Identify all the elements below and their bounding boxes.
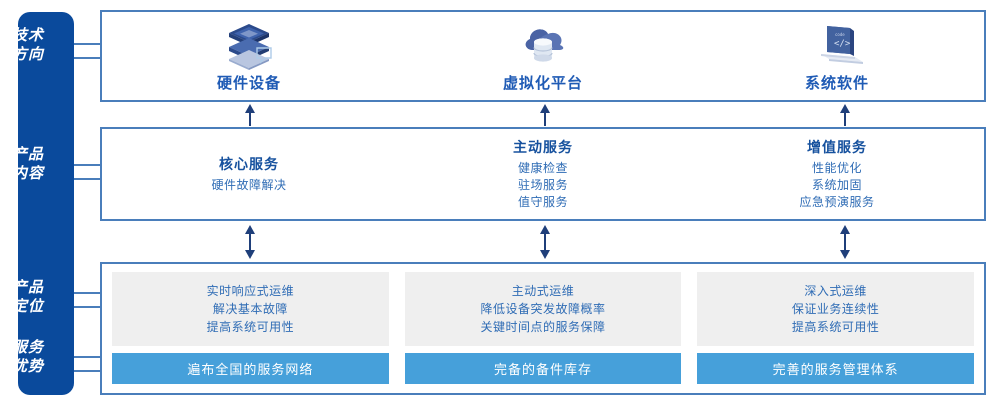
position-box-indepth: 深入式运维 保证业务连续性 提高系统可用性 — [697, 272, 975, 346]
position-line: 解决基本故障 — [212, 302, 288, 316]
arrow-double-core-service — [245, 225, 255, 259]
advantage-bar-management-system[interactable]: 完善的服务管理体系 — [697, 353, 975, 384]
advantage-bar-service-network[interactable]: 遍布全国的服务网络 — [112, 353, 389, 384]
rail-label-line: 技术 — [11, 27, 44, 44]
tech-column-virtualization[interactable]: 虚拟化平台 — [396, 12, 690, 100]
left-category-rail — [18, 12, 74, 395]
position-line: 提高系统可用性 — [206, 320, 295, 334]
rail-label-line: 优势 — [11, 358, 44, 375]
position-line: 深入式运维 — [804, 284, 867, 298]
content-item: 系统加固 — [811, 178, 862, 192]
position-line: 提高系统可用性 — [791, 320, 880, 334]
svg-text:</>: </> — [834, 39, 851, 49]
content-title-proactive-service: 主动服务 — [513, 139, 573, 155]
rail-label-line: 产品 — [11, 279, 44, 296]
advantage-label: 遍布全国的服务网络 — [187, 362, 314, 377]
panel-product-position: 实时响应式运维 解决基本故障 提高系统可用性 遍布全国的服务网络 主动式运维 降… — [100, 262, 986, 395]
content-title-value-added-service: 增值服务 — [807, 139, 867, 155]
rail-label-line: 产品 — [11, 146, 44, 163]
rail-label-line: 方向 — [11, 46, 44, 63]
svg-text:code: code — [835, 32, 845, 37]
advantage-bar-spare-parts[interactable]: 完备的备件库存 — [404, 353, 682, 384]
position-box-proactive: 主动式运维 降低设备突发故障概率 关键时间点的服务保障 — [404, 272, 682, 346]
connector-advantage-lower — [74, 370, 102, 372]
rail-label-line: 内容 — [11, 165, 44, 182]
content-column-value-added-service[interactable]: 增值服务 性能优化 系统加固 应急预演服务 — [690, 129, 984, 219]
position-column-indepth[interactable]: 深入式运维 保证业务连续性 提高系统可用性 完善的服务管理体系 — [697, 272, 975, 384]
content-item: 硬件故障解决 — [211, 178, 287, 192]
content-column-proactive-service[interactable]: 主动服务 健康检查 驻场服务 值守服务 — [396, 129, 690, 219]
position-line: 主动式运维 — [511, 284, 575, 298]
arrow-up-virtualization — [540, 104, 550, 126]
rail-label-tech-direction: 技术 方向 — [0, 26, 56, 64]
connector-position-lower — [74, 306, 102, 308]
position-column-proactive[interactable]: 主动式运维 降低设备突发故障概率 关键时间点的服务保障 完备的备件库存 — [404, 272, 682, 384]
connector-content-lower — [74, 178, 102, 180]
content-item: 健康检查 — [517, 161, 568, 175]
arrow-up-system-software — [840, 104, 850, 126]
content-title-core-service: 核心服务 — [219, 156, 279, 172]
arrow-double-value-added-service — [840, 225, 850, 259]
advantage-label: 完善的服务管理体系 — [772, 362, 899, 377]
rail-label-line: 定位 — [11, 298, 44, 315]
rail-label-product-content: 产品 内容 — [0, 145, 56, 183]
arrow-up-hardware — [245, 104, 255, 126]
arrow-double-proactive-service — [540, 225, 550, 259]
position-line: 保证业务连续性 — [791, 302, 880, 316]
panel-tech-direction: 硬件设备 虚拟化平台 — [100, 10, 986, 102]
connector-position-upper — [74, 292, 102, 294]
tech-label-virtualization: 虚拟化平台 — [502, 74, 583, 92]
position-column-realtime[interactable]: 实时响应式运维 解决基本故障 提高系统可用性 遍布全国的服务网络 — [112, 272, 389, 384]
position-line: 实时响应式运维 — [206, 284, 295, 298]
content-column-core-service[interactable]: 核心服务 硬件故障解决 — [102, 129, 396, 219]
tech-label-system-software: 系统软件 — [804, 74, 869, 92]
tech-column-hardware[interactable]: 硬件设备 — [102, 12, 396, 100]
tech-column-system-software[interactable]: code </> 系统软件 — [690, 12, 984, 100]
position-line: 关键时间点的服务保障 — [480, 320, 606, 334]
tech-label-hardware: 硬件设备 — [216, 74, 281, 92]
content-item: 性能优化 — [811, 161, 862, 175]
content-item: 驻场服务 — [517, 178, 568, 192]
content-item: 应急预演服务 — [799, 195, 875, 209]
content-item: 值守服务 — [517, 195, 568, 209]
position-line: 降低设备突发故障概率 — [480, 302, 606, 316]
laptop-code-icon: code </> — [821, 25, 863, 64]
connector-tech-lower — [74, 57, 102, 59]
position-box-realtime: 实时响应式运维 解决基本故障 提高系统可用性 — [112, 272, 389, 346]
connector-tech-upper — [74, 43, 102, 45]
server-stack-icon — [229, 23, 272, 70]
rail-label-product-position: 产品 定位 — [0, 278, 56, 316]
advantage-label: 完备的备件库存 — [494, 362, 593, 377]
rail-label-line: 服务 — [11, 339, 44, 356]
cloud-database-icon — [525, 28, 564, 62]
connector-advantage-upper — [74, 356, 102, 358]
rail-label-service-advantage: 服务 优势 — [0, 338, 56, 376]
panel-product-content: 核心服务 硬件故障解决 主动服务 健康检查 驻场服务 值守服务 增值服务 性能优… — [100, 127, 986, 221]
connector-content-upper — [74, 164, 102, 166]
